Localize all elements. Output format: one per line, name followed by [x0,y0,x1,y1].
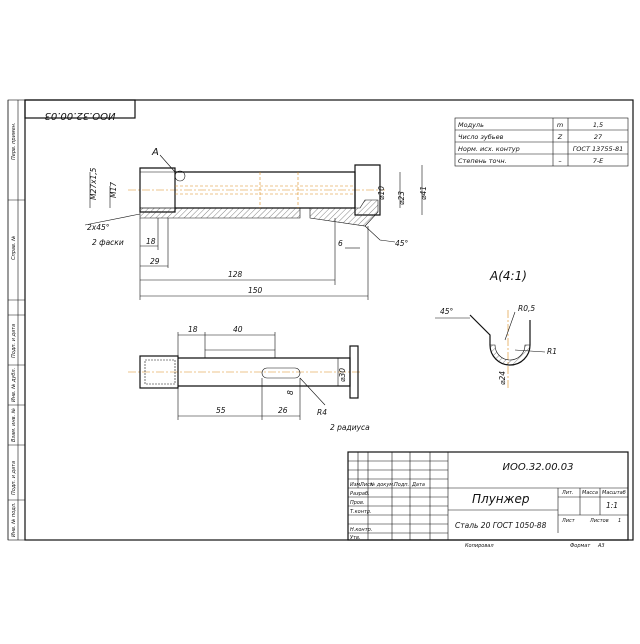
param-symbol-1: Z [557,133,563,141]
detail-callout-label: A [151,147,159,158]
second-view: 18 40 55 26 8 ⌀30 R4 2 радиуса [128,325,370,432]
dim-150: 150 [248,286,263,295]
side-podp-data-2: Подп. и дата [11,461,17,495]
view2-dim-26: 26 [278,406,288,415]
detail-a-title: A(4:1) [489,269,527,283]
title-mass-label: Масса [582,490,598,496]
dim-29: 29 [150,257,160,266]
param-name-0: Модуль [458,121,484,129]
title-scale-label: Масштаб [602,490,626,496]
title-dev-label: Разраб. [350,491,370,497]
detail-dim-r1: R1 [547,347,557,356]
param-name-3: Степень точн. [458,157,507,165]
param-value-3: 7-Е [593,157,604,165]
dim-6: 6 [338,239,343,248]
shaft-flange [354,164,381,216]
param-symbol-0: m [557,121,563,129]
title-list-label: Лист [359,482,374,488]
title-ncontrol-label: Н.контр. [350,527,372,533]
title-format-label: Формат [570,543,591,549]
main-view: A M27x1,5 M17 2x45° 2 фаски 18 29 128 15… [84,147,428,300]
side-podp-data-1: Подп. и дата [11,324,17,358]
detail-dim-phi24: ⌀24 [498,371,507,385]
detail-a: A(4:1) 45° R0,5 R1 ⌀24 [435,269,557,390]
view2-slot [261,367,301,379]
title-lit-label: Лит. [561,490,574,496]
dim-chamfer: 2x45° [87,223,110,232]
title-doc-number: ИОО.32.00.03 [503,462,574,473]
title-part-name: Плунжер [472,492,530,506]
title-date-label: Дата [411,482,425,488]
title-check-label: Пров. [350,500,365,506]
param-value-1: 27 [594,133,603,141]
title-sheets-value: 1 [618,518,621,524]
param-value-2: ГОСТ 13755-81 [573,145,624,153]
section-hatch-right [309,199,379,227]
view2-flange [349,345,359,399]
title-scale-value: 1:1 [606,501,618,510]
dim-phi10: ⌀10 [377,186,386,200]
view2-dim-r4: R4 [317,408,327,417]
view2-keyway [204,349,276,359]
title-format-value: А3 [597,543,605,549]
title-approve-label: Утв. [350,535,361,541]
dim-chamfer-note: 2 фаски [92,238,124,247]
title-sheet-label: Лист [561,518,576,524]
title-material: Сталь 20 ГОСТ 1050-88 [455,521,547,530]
side-strip: Перв. примен. Справ. № Подп. и дата Инв.… [7,100,25,540]
dim-phi23: ⌀23 [397,191,406,205]
view2-dim-phi30: ⌀30 [338,368,347,382]
side-sprav: Справ. № [11,236,17,260]
view2-dim-40: 40 [233,325,243,334]
view2-dim-18: 18 [188,325,198,334]
section-hatch-left [139,207,301,219]
dim-thread: M27x1,5 [89,167,98,200]
param-value-0: 1,5 [593,121,603,129]
detail-callout-circle [174,170,186,182]
inverted-doc-stamp: ИОО.32.00.03 [24,99,136,121]
param-name-1: Число зубьев [458,133,504,141]
title-change-label: Изм. [350,482,362,488]
title-copied-label: Копировал [465,543,494,549]
view2-dim-55: 55 [216,406,226,415]
detail-dim-r05: R0,5 [518,304,535,313]
title-tcontrol-label: Т.контр. [350,509,372,515]
side-inv-dubl: Инв. № дубл. [11,368,17,402]
title-sheets-label: Листов [589,518,609,524]
title-sign-label: Подп. [394,482,409,488]
dim-phi41: ⌀41 [419,186,428,200]
side-vzam-inv: Взам. инв. № [11,408,17,442]
param-symbol-3: – [558,157,561,165]
title-docno-label: № докум. [369,482,395,488]
view2-thread [139,355,179,389]
view2-dim-8: 8 [286,390,295,395]
side-perv-primen: Перв. примен. [11,122,17,160]
inverted-doc-number: ИОО.32.00.03 [45,110,116,121]
view2-radius-note: 2 радиуса [330,423,370,432]
dim-45-main: 45° [395,239,409,248]
dim-m17: M17 [109,182,118,198]
param-name-2: Норм. исх. контур [458,145,520,153]
side-inv-podl: Инв. № подл. [11,503,17,538]
dim-18: 18 [146,237,156,246]
dim-128: 128 [228,270,243,279]
title-block: ИОО.32.00.03 Плунжер Сталь 20 ГОСТ 1050-… [347,451,629,549]
inner-frame [24,99,634,541]
detail-dim-45: 45° [440,307,454,316]
